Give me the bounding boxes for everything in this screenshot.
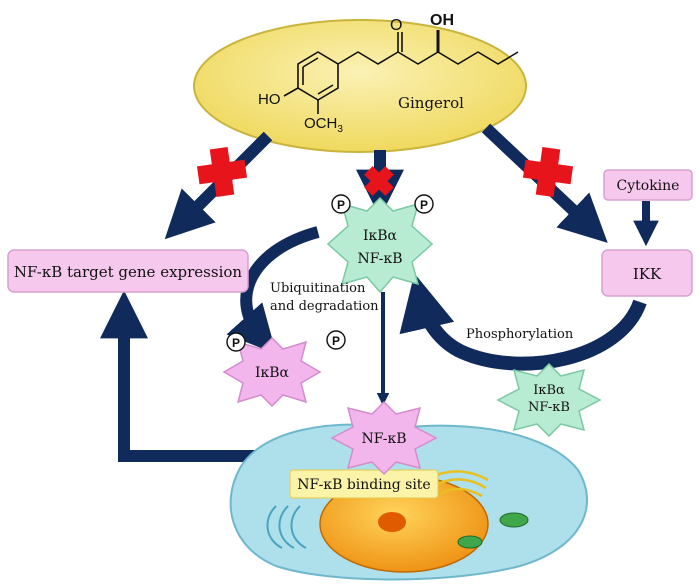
cell-illustration: NF-κB binding site <box>229 423 588 581</box>
ubiquitination-label-1: Ubiquitination <box>270 281 366 296</box>
ketone-o-label: O <box>390 17 402 34</box>
binding-site-box: NF-κB binding site <box>289 469 439 499</box>
oh-label: OH <box>430 12 454 29</box>
phospho-mark-top-right: P <box>414 194 434 214</box>
svg-text:P: P <box>420 198 428 212</box>
gingerol-label: Gingerol <box>398 94 464 112</box>
svg-text:P: P <box>337 198 345 212</box>
target-gene-label: NF-κB target gene expression <box>14 263 243 281</box>
arrow-ubiquitination <box>226 226 320 355</box>
complex-star-right: IκBα NF-κB <box>496 362 602 438</box>
svg-text:P: P <box>232 336 240 350</box>
complex-right-nfkb: NF-κB <box>528 400 570 415</box>
complex-right-ikb: IκBα <box>533 383 565 398</box>
ho-label: HO <box>258 91 281 108</box>
gingerol-structure <box>283 30 519 114</box>
cytokine-label: Cytokine <box>617 178 680 194</box>
nfkb-nucleus-star: NF-κB <box>330 400 438 476</box>
phospho-mark-free-right: P <box>326 330 346 350</box>
phosphorylation-label: Phosphorylation <box>466 327 574 342</box>
och3-label: OCH3 <box>304 115 343 135</box>
complex-top-nfkb: NF-κB <box>357 251 402 267</box>
complex-star-top: IκBα NF-κB <box>326 196 434 294</box>
inhibit-cross-left <box>196 146 248 198</box>
ubiquitination-label-2: and degradation <box>270 299 379 314</box>
binding-site-label: NF-κB binding site <box>297 477 430 493</box>
inhibit-cross-right <box>522 146 574 198</box>
ikk-box: IKK <box>601 249 693 297</box>
inhibit-cross-middle <box>364 166 394 196</box>
nfkb-nucleus-label: NF-κB <box>361 431 406 447</box>
complex-top-ikb: IκBα <box>363 228 398 244</box>
arrow-phosphorylation <box>399 273 647 371</box>
free-ikb-label: IκBα <box>255 365 290 381</box>
svg-text:P: P <box>332 334 340 348</box>
phospho-mark-top-left: P <box>331 194 351 214</box>
free-ikb-star: IκBα <box>222 336 322 408</box>
gingerol-node: O OH HO OCH3 Gingerol <box>193 12 527 153</box>
ikk-label: IKK <box>633 265 662 283</box>
cytokine-box: Cytokine <box>603 169 693 201</box>
phospho-mark-free-left: P <box>226 332 246 352</box>
target-gene-box: NF-κB target gene expression <box>7 249 249 293</box>
